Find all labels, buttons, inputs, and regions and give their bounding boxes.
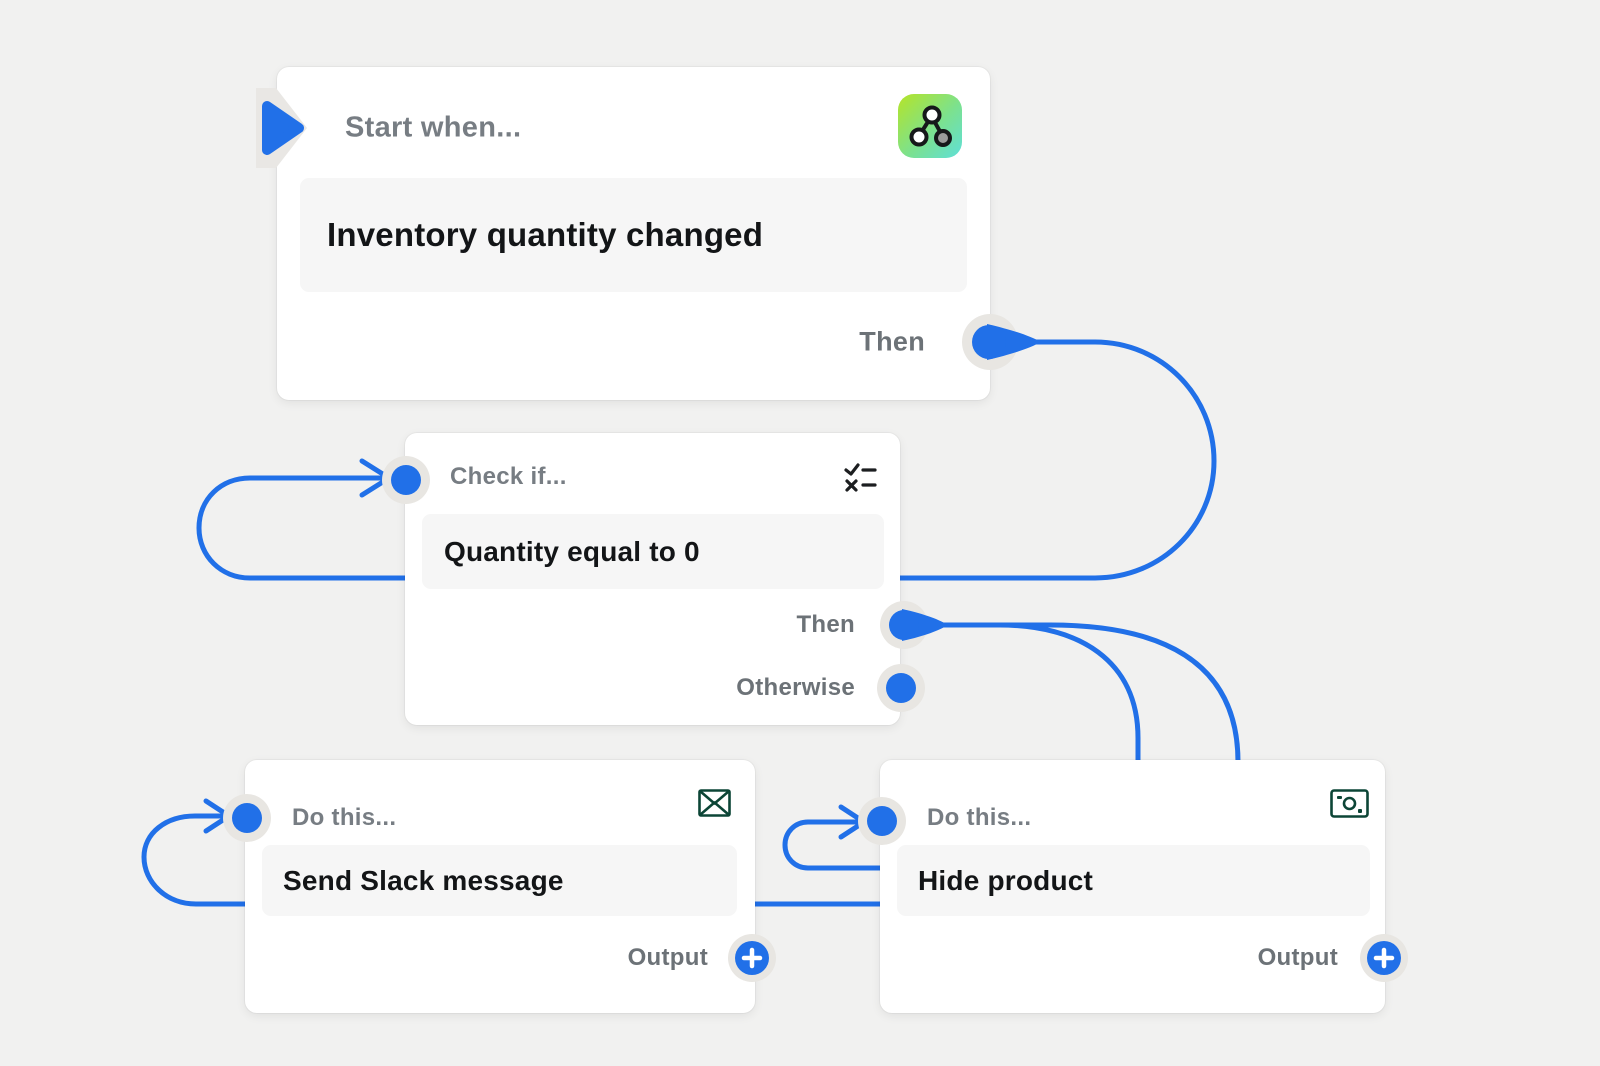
trigger-value-box[interactable]: Inventory quantity changed: [300, 178, 967, 292]
slack-output-label: Output: [627, 944, 708, 971]
trigger-header-label: Start when...: [345, 111, 522, 144]
arrowhead-hide-product-input: [838, 804, 867, 840]
slack-value-label: Send Slack message: [283, 864, 564, 896]
envelope-icon: [698, 789, 731, 822]
trigger-then-port-tail: [987, 324, 1041, 360]
condition-otherwise-label: Otherwise: [736, 674, 855, 701]
condition-then-label: Then: [796, 611, 855, 638]
hide-product-value-box[interactable]: Hide product: [897, 845, 1370, 916]
condition-header-label: Check if...: [450, 463, 567, 490]
slack-action-card[interactable]: Do this... Send Slack message Output: [245, 760, 755, 1013]
trigger-then-label: Then: [859, 326, 925, 357]
hide-product-action-card[interactable]: Do this... Hide product Output: [880, 760, 1385, 1013]
trigger-value-label: Inventory quantity changed: [327, 216, 764, 253]
condition-value-label: Quantity equal to 0: [444, 535, 700, 567]
workflow-graph-icon: [898, 94, 962, 158]
checklist-icon: [843, 462, 877, 494]
condition-value-box[interactable]: Quantity equal to 0: [422, 514, 884, 589]
condition-card[interactable]: Check if... Quantity equal to 0 Then Oth…: [405, 433, 900, 725]
slack-header-label: Do this...: [292, 804, 397, 831]
banknote-icon: [1330, 788, 1370, 825]
trigger-card[interactable]: Start when...: [277, 67, 990, 400]
hide-product-value-label: Hide product: [918, 864, 1094, 896]
slack-value-box[interactable]: Send Slack message: [262, 845, 737, 916]
hide-product-header-label: Do this...: [927, 804, 1032, 831]
condition-then-port-tail: [902, 609, 948, 641]
arrowhead-condition-input: [359, 458, 392, 498]
arrowhead-slack-input: [203, 798, 232, 834]
hide-product-output-label: Output: [1257, 944, 1338, 971]
